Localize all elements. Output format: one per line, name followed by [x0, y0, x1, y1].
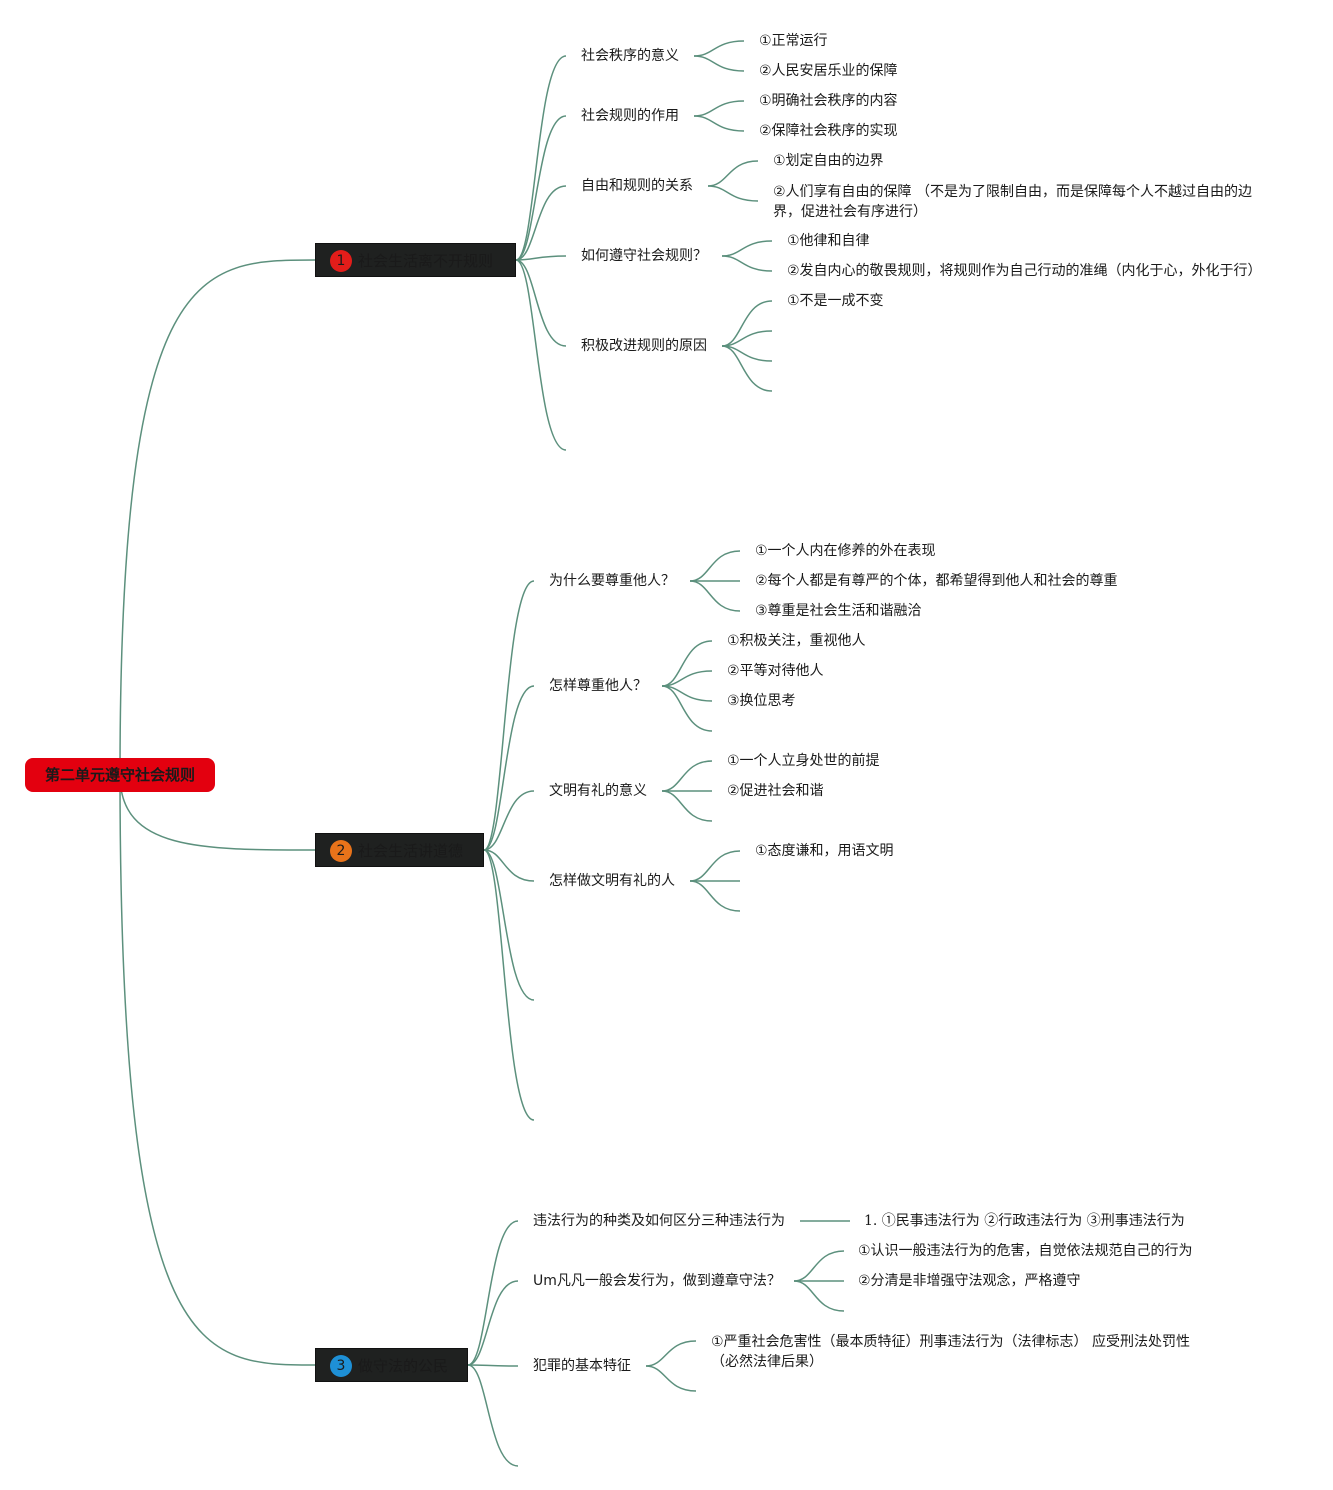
leaf-text[interactable]: ①一个人内在修养的外在表现	[755, 543, 936, 559]
leaf-text[interactable]: ③换位思考	[727, 693, 796, 709]
branch-connector	[483, 849, 535, 1001]
topic-title: 社会生活讲道德	[358, 842, 464, 860]
branch-connector	[645, 1365, 697, 1392]
branch-connector	[721, 345, 773, 392]
topic-1-social-rules[interactable]: 1 社会生活离不开规则	[315, 243, 516, 277]
root-connector	[119, 774, 316, 851]
branch-connector	[689, 880, 741, 912]
topic-title: 社会生活离不开规则	[358, 252, 494, 270]
branch-connector	[661, 760, 713, 792]
branch-label[interactable]: 社会规则的作用	[581, 108, 679, 124]
root-connector	[119, 774, 316, 1366]
leaf-text[interactable]: ①不是一成不变	[787, 293, 884, 309]
leaf-text[interactable]: ②分清是非增强守法观念，严格遵守	[858, 1273, 1081, 1289]
leaf-text[interactable]: ①划定自由的边界	[773, 153, 884, 169]
branch-connector	[721, 330, 773, 347]
leaf-text[interactable]: ①明确社会秩序的内容	[759, 93, 898, 109]
branch-label[interactable]: 积极改进规则的原因	[581, 338, 707, 354]
branch-label[interactable]: Um凡凡一般会发行为，做到遵章守法？	[533, 1273, 781, 1289]
branch-connector	[707, 160, 759, 187]
branch-connector	[689, 850, 741, 882]
branch-connector	[483, 849, 535, 882]
number-badge: 2	[330, 840, 352, 862]
branch-connector	[515, 185, 567, 261]
branch-connector	[693, 40, 745, 57]
branch-label[interactable]: 文明有礼的意义	[549, 783, 647, 799]
leaf-text[interactable]: ②发自内心的敬畏规则，将规则作为自己行动的准绳（内化于心，外化于行）	[787, 263, 1262, 279]
branch-connector	[693, 100, 745, 117]
leaf-text[interactable]: ②平等对待他人	[727, 663, 824, 679]
branch-label[interactable]: 怎样尊重他人？	[549, 678, 647, 694]
branch-connector	[721, 240, 773, 257]
topic-3-law-abiding[interactable]: 3 做守法的公民	[315, 1348, 468, 1382]
leaf-text[interactable]: ②保障社会秩序的实现	[759, 123, 898, 139]
branch-connector	[661, 670, 713, 687]
branch-connector	[689, 580, 741, 612]
branch-connector	[693, 55, 745, 72]
branch-connector	[721, 255, 773, 272]
branch-label[interactable]: 违法行为的种类及如何区分三种违法行为	[533, 1213, 785, 1229]
branch-connector	[483, 580, 535, 851]
branch-connector	[645, 1340, 697, 1367]
branch-connector	[515, 259, 567, 451]
branch-connector	[707, 185, 759, 202]
branch-label[interactable]: 社会秩序的意义	[581, 48, 679, 64]
branch-connector	[661, 790, 713, 822]
leaf-text[interactable]: ②每个人都是有尊严的个体，都希望得到他人和社会的尊重	[755, 573, 1118, 589]
branch-label[interactable]: 怎样做文明有礼的人	[549, 873, 675, 889]
leaf-text[interactable]: ③尊重是社会生活和谐融洽	[755, 603, 922, 619]
leaf-text[interactable]: ①正常运行	[759, 33, 828, 49]
branch-connector	[467, 1364, 519, 1367]
leaf-text[interactable]: ①他律和自律	[787, 233, 870, 249]
leaf-text[interactable]: ①一个人立身处世的前提	[727, 753, 880, 769]
branch-label[interactable]: 为什么要尊重他人？	[549, 573, 675, 589]
branch-label[interactable]: 犯罪的基本特征	[533, 1358, 631, 1374]
branch-connector	[793, 1250, 845, 1282]
branch-connector	[467, 1280, 519, 1366]
branch-connector	[515, 259, 567, 347]
branch-connector	[693, 115, 745, 132]
leaf-text[interactable]: ①严重社会危害性（最本质特征）刑事违法行为（法律标志） 应受刑法处罚性（必然法律…	[711, 1334, 1190, 1370]
branch-connector	[793, 1280, 845, 1312]
branch-connector	[515, 255, 567, 261]
leaf-text[interactable]: ②人们享有自由的保障 （不是为了限制自由，而是保障每个人不越过自由的边界，促进社…	[773, 184, 1252, 220]
root-topic[interactable]: 第二单元遵守社会规则	[25, 758, 215, 792]
branch-connector	[689, 550, 741, 582]
branch-connector	[483, 685, 535, 851]
branch-connector	[483, 849, 535, 1121]
number-badge: 1	[330, 250, 352, 272]
topic-title: 做守法的公民	[358, 1357, 449, 1375]
branch-label[interactable]: 自由和规则的关系	[581, 178, 693, 194]
branch-connector	[661, 640, 713, 687]
root-connector	[119, 259, 316, 776]
leaf-text[interactable]: ①认识一般违法行为的危害，自觉依法规范自己的行为	[858, 1243, 1193, 1259]
branch-connector	[467, 1364, 519, 1467]
leaf-text[interactable]: ②促进社会和谐	[727, 783, 824, 799]
leaf-text[interactable]: ①积极关注，重视他人	[727, 633, 866, 649]
branch-label[interactable]: 如何遵守社会规则？	[581, 248, 707, 264]
branch-connector	[483, 790, 535, 851]
branch-connector	[467, 1220, 519, 1366]
branch-connector	[661, 685, 713, 732]
leaf-text[interactable]: ②人民安居乐业的保障	[759, 63, 898, 79]
leaf-text[interactable]: 1. ①民事违法行为 ②行政违法行为 ③刑事违法行为	[864, 1213, 1185, 1229]
number-badge: 3	[330, 1355, 352, 1377]
branch-connector	[721, 300, 773, 347]
leaf-text[interactable]: ①态度谦和，用语文明	[755, 843, 894, 859]
branch-connector	[515, 115, 567, 261]
topic-2-morality[interactable]: 2 社会生活讲道德	[315, 833, 484, 867]
branch-connector	[515, 55, 567, 261]
